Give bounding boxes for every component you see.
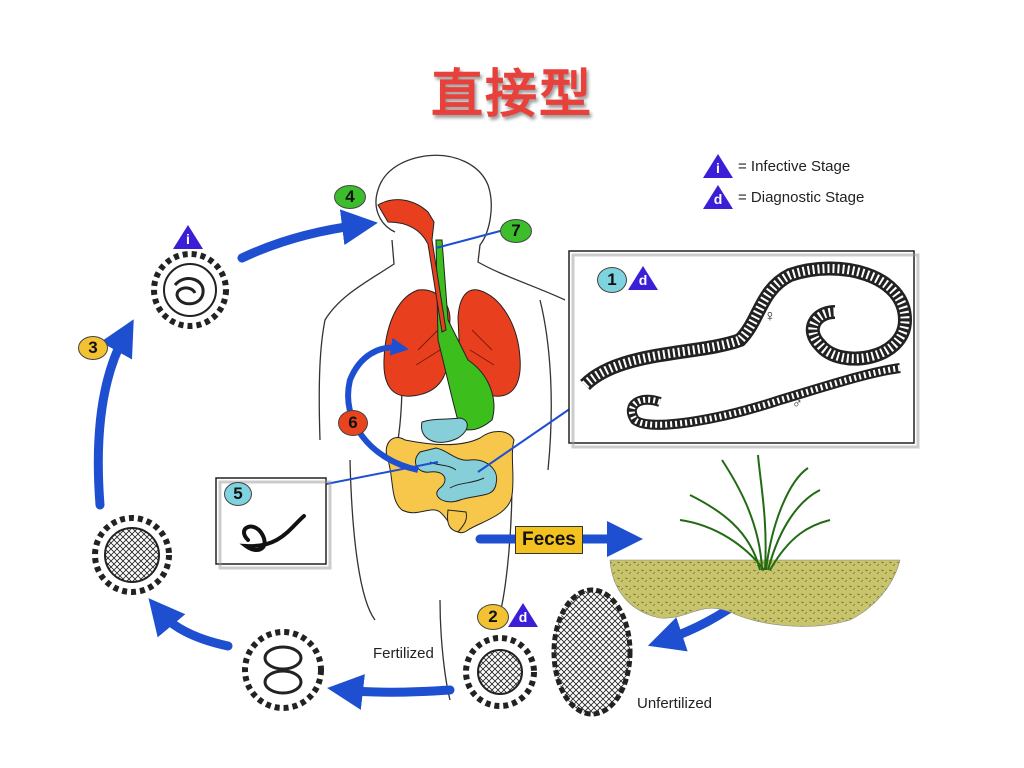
page-title: 直接型 — [430, 65, 593, 125]
egg-unfertilized — [551, 587, 633, 717]
infective-marker: i — [173, 225, 208, 249]
stage-badge-6: 6 — [338, 410, 368, 436]
diagnostic-stage-icon: d — [508, 603, 538, 627]
egg-embryonated-infective — [151, 251, 229, 329]
rectum — [447, 509, 467, 533]
feces-label: Feces — [515, 526, 583, 554]
diagnostic-stage-icon: d — [628, 266, 658, 290]
egg-multicell — [92, 515, 172, 595]
egg-two-cell — [242, 629, 324, 711]
esophagus — [435, 239, 495, 431]
larva — [239, 514, 306, 552]
female-symbol: ♀ — [764, 308, 776, 325]
diagnostic-marker-2: d — [508, 603, 543, 627]
stage-badge-3: 3 — [78, 336, 108, 360]
infective-stage-icon: i — [703, 154, 733, 178]
legend-infective: i = Infective Stage — [703, 154, 850, 178]
adult-worms — [580, 261, 913, 430]
lifecycle-arrows — [93, 209, 753, 710]
trachea — [377, 199, 447, 333]
male-symbol: ♂ — [792, 395, 803, 411]
soil — [609, 559, 901, 627]
legend-diagnostic: d = Diagnostic Stage — [703, 185, 864, 209]
infective-stage-icon: i — [173, 225, 203, 249]
grass — [679, 454, 831, 571]
migration-arrow — [345, 337, 419, 473]
stage-badge-4: 4 — [334, 185, 366, 209]
stage-badge-7: 7 — [500, 219, 532, 243]
unfertilized-label: Unfertilized — [637, 695, 713, 712]
legend-diagnostic-text: = Diagnostic Stage — [738, 188, 865, 206]
fertilized-label: Fertilized — [373, 645, 434, 662]
legend-infective-text: = Infective Stage — [738, 157, 851, 175]
diagnostic-stage-icon: d — [703, 185, 733, 209]
egg-fertilized — [463, 635, 537, 709]
stage-badge-1: 1 — [597, 267, 627, 293]
stomach-upper — [421, 417, 468, 443]
stage-badge-5: 5 — [224, 482, 252, 506]
stage-badge-2: 2 — [477, 604, 509, 630]
diagnostic-marker-1: d — [628, 266, 663, 290]
